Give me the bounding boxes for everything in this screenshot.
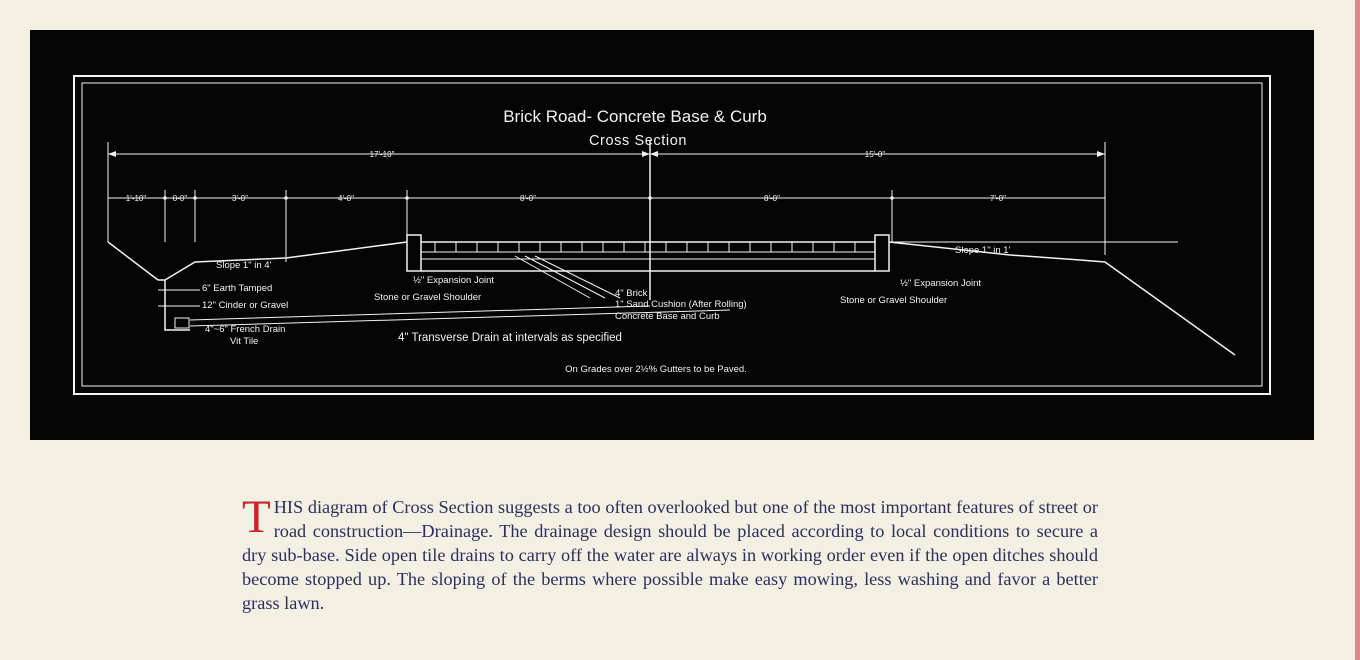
label-brick: 4" Brick (615, 288, 648, 299)
brick-joints (434, 242, 856, 252)
segment-dim-3: 3'-0" (232, 194, 248, 203)
label-transverse-drain: 4" Transverse Drain at intervals as spec… (398, 332, 622, 344)
diagram-subtitle: Cross Section (589, 133, 687, 149)
overall-dimension-line (107, 140, 1106, 300)
label-stone-shoulder-left: Stone or Gravel Shoulder (374, 292, 481, 303)
diagram-note: On Grades over 2½% Gutters to be Paved. (565, 364, 747, 375)
segment-dim-4: 4'-0" (338, 194, 354, 203)
page-edge (1355, 0, 1360, 660)
segment-dim-5: 8'-0" (520, 194, 536, 203)
label-sand-cushion: 1" Sand Cushion (After Rolling) (615, 299, 747, 310)
outer-border (73, 75, 1271, 395)
segment-dim-1: 1'-10" (126, 194, 147, 203)
label-expansion-joint-left: ½" Expansion Joint (413, 275, 494, 286)
cross-section-plate: Brick Road- Concrete Base & Curb Cross S… (30, 30, 1314, 440)
label-slope-left: Slope 1" in 4' (216, 260, 272, 271)
label-french-drain: 4"~6" French Drain (205, 324, 285, 335)
description-text: HIS diagram of Cross Section suggests a … (242, 497, 1098, 613)
label-vit-tile: Vit Tile (230, 336, 258, 347)
segment-dimension-line (108, 190, 1105, 262)
overall-dim-right: 15'-0" (865, 150, 886, 159)
cross-section-diagram: Brick Road- Concrete Base & Curb Cross S… (73, 75, 1271, 395)
label-expansion-joint-right: ½" Expansion Joint (900, 278, 981, 289)
segment-dim-6: 8'-0" (764, 194, 780, 203)
label-concrete-base: Concrete Base and Curb (615, 311, 720, 322)
drop-cap: T (242, 491, 271, 543)
label-slope-right: Slope 1" in 1' (955, 245, 1011, 256)
segment-dim-7: 7'-0" (990, 194, 1006, 203)
road-profile (107, 234, 1236, 356)
label-cinder-gravel: 12" Cinder or Gravel (202, 300, 288, 311)
label-earth-tamped: 6" Earth Tamped (202, 283, 272, 294)
label-stone-shoulder-right: Stone or Gravel Shoulder (840, 295, 947, 306)
overall-dim-left: 17'-10" (370, 150, 395, 159)
inner-border (81, 82, 1263, 387)
segment-dim-2: 0-0" (173, 194, 188, 203)
diagram-title: Brick Road- Concrete Base & Curb (503, 107, 767, 126)
